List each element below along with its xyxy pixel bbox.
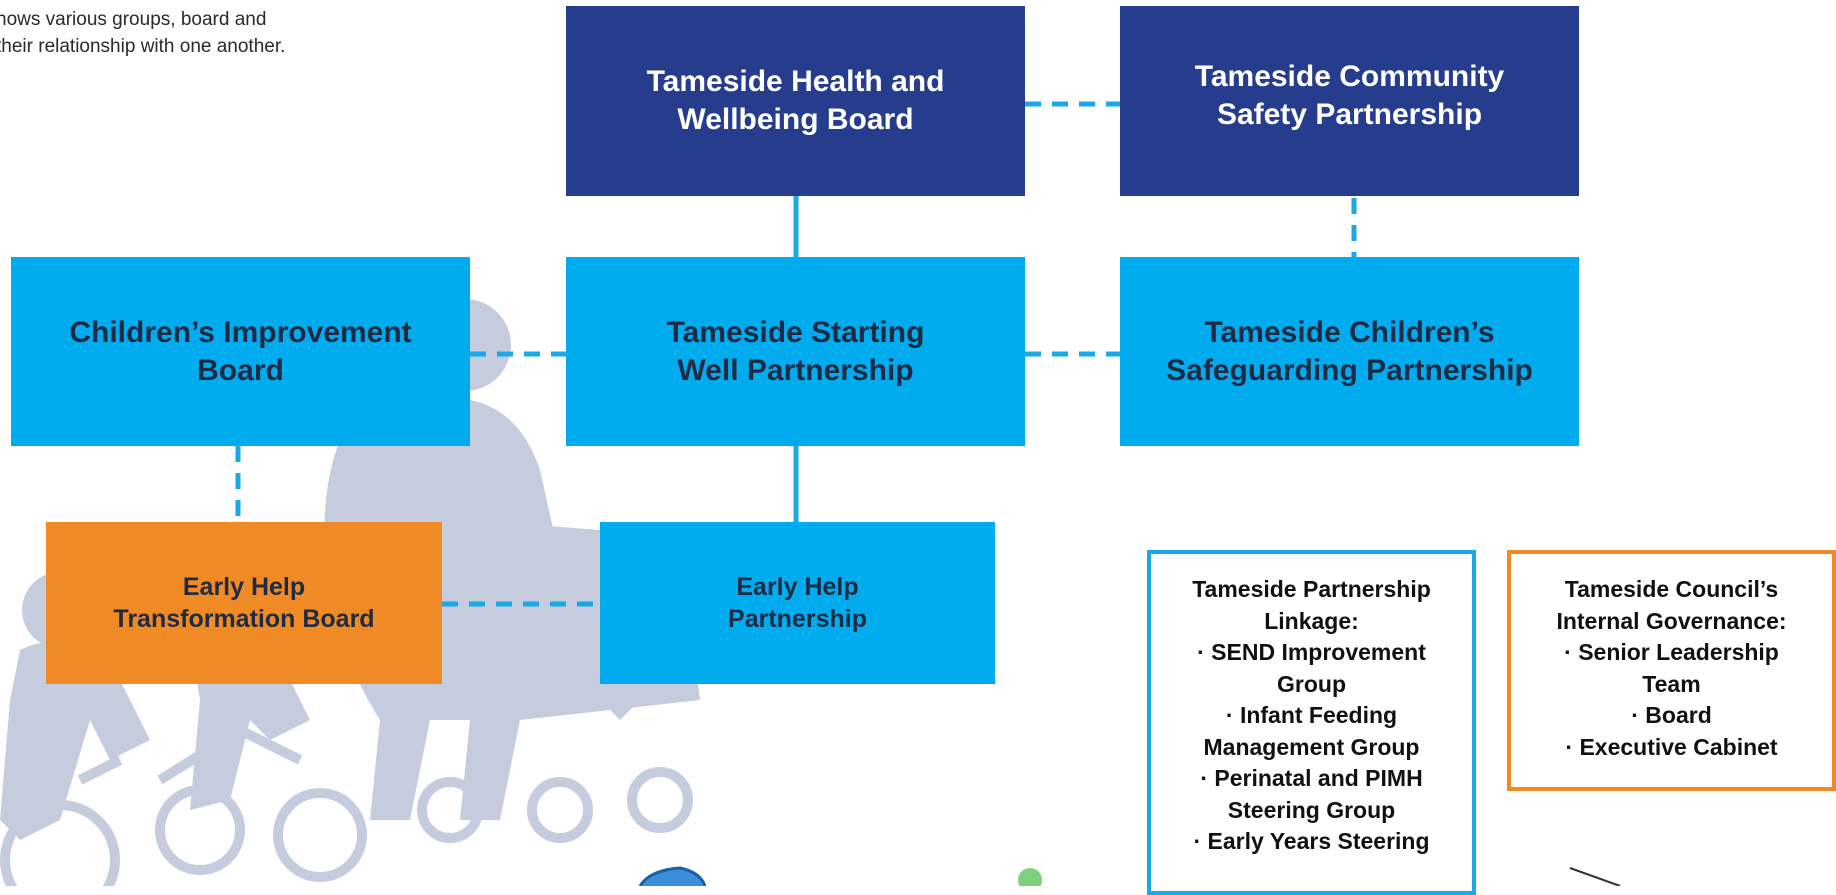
governance-line: Internal Governance: <box>1556 607 1787 634</box>
node-label-line: Children’s Improvement <box>69 315 412 349</box>
internal-governance-box: Tameside Council’s Internal Governance: … <box>1507 550 1836 791</box>
node-label-line: Early Help <box>736 573 859 601</box>
governance-line: · Senior Leadership <box>1564 639 1779 665</box>
intro-line-2: their relationship with one another. <box>0 36 286 57</box>
linkage-line: Management Group <box>1203 733 1420 760</box>
linkage-line: · Perinatal and PIMH <box>1200 765 1423 791</box>
node-label-line: Early Help <box>182 573 306 601</box>
linkage-line: · SEND Improvement <box>1197 639 1426 665</box>
linkage-line: Group <box>1277 670 1346 697</box>
node-label-line: Safety Partnership <box>1216 98 1483 131</box>
node-label-line: Tameside Starting <box>666 315 925 349</box>
node-label-line: Transformation Board <box>113 605 375 633</box>
linkage-line: · Early Years Steering <box>1193 828 1430 854</box>
node-label-line: Partnership <box>728 605 867 633</box>
linkage-line: Tameside Partnership <box>1192 576 1431 602</box>
intro-line-1: hows various groups, board and <box>0 9 267 30</box>
linkage-line: · Infant Feeding <box>1225 702 1398 728</box>
linkage-line: Linkage: <box>1264 607 1359 634</box>
node-label-line: Tameside Community <box>1194 60 1505 93</box>
intro-text: hows various groups, board and their rel… <box>0 6 416 60</box>
node-label-line: Wellbeing Board <box>677 103 914 136</box>
governance-line: Tameside Council’s <box>1564 576 1779 602</box>
node-label-line: Board <box>197 353 284 387</box>
governance-line: · Board <box>1631 702 1712 728</box>
node-label-line: Tameside Health and <box>646 65 945 98</box>
linkage-line: Steering Group <box>1227 796 1396 823</box>
node-label-line: Safeguarding Partnership <box>1166 353 1533 387</box>
node-label-line: Tameside Children’s <box>1204 315 1495 349</box>
governance-line: · Executive Cabinet <box>1565 733 1778 760</box>
node-label-line: Well Partnership <box>677 353 914 387</box>
partnership-linkage-box: Tameside Partnership Linkage: · SEND Imp… <box>1147 550 1476 895</box>
governance-line: Team <box>1642 670 1701 697</box>
